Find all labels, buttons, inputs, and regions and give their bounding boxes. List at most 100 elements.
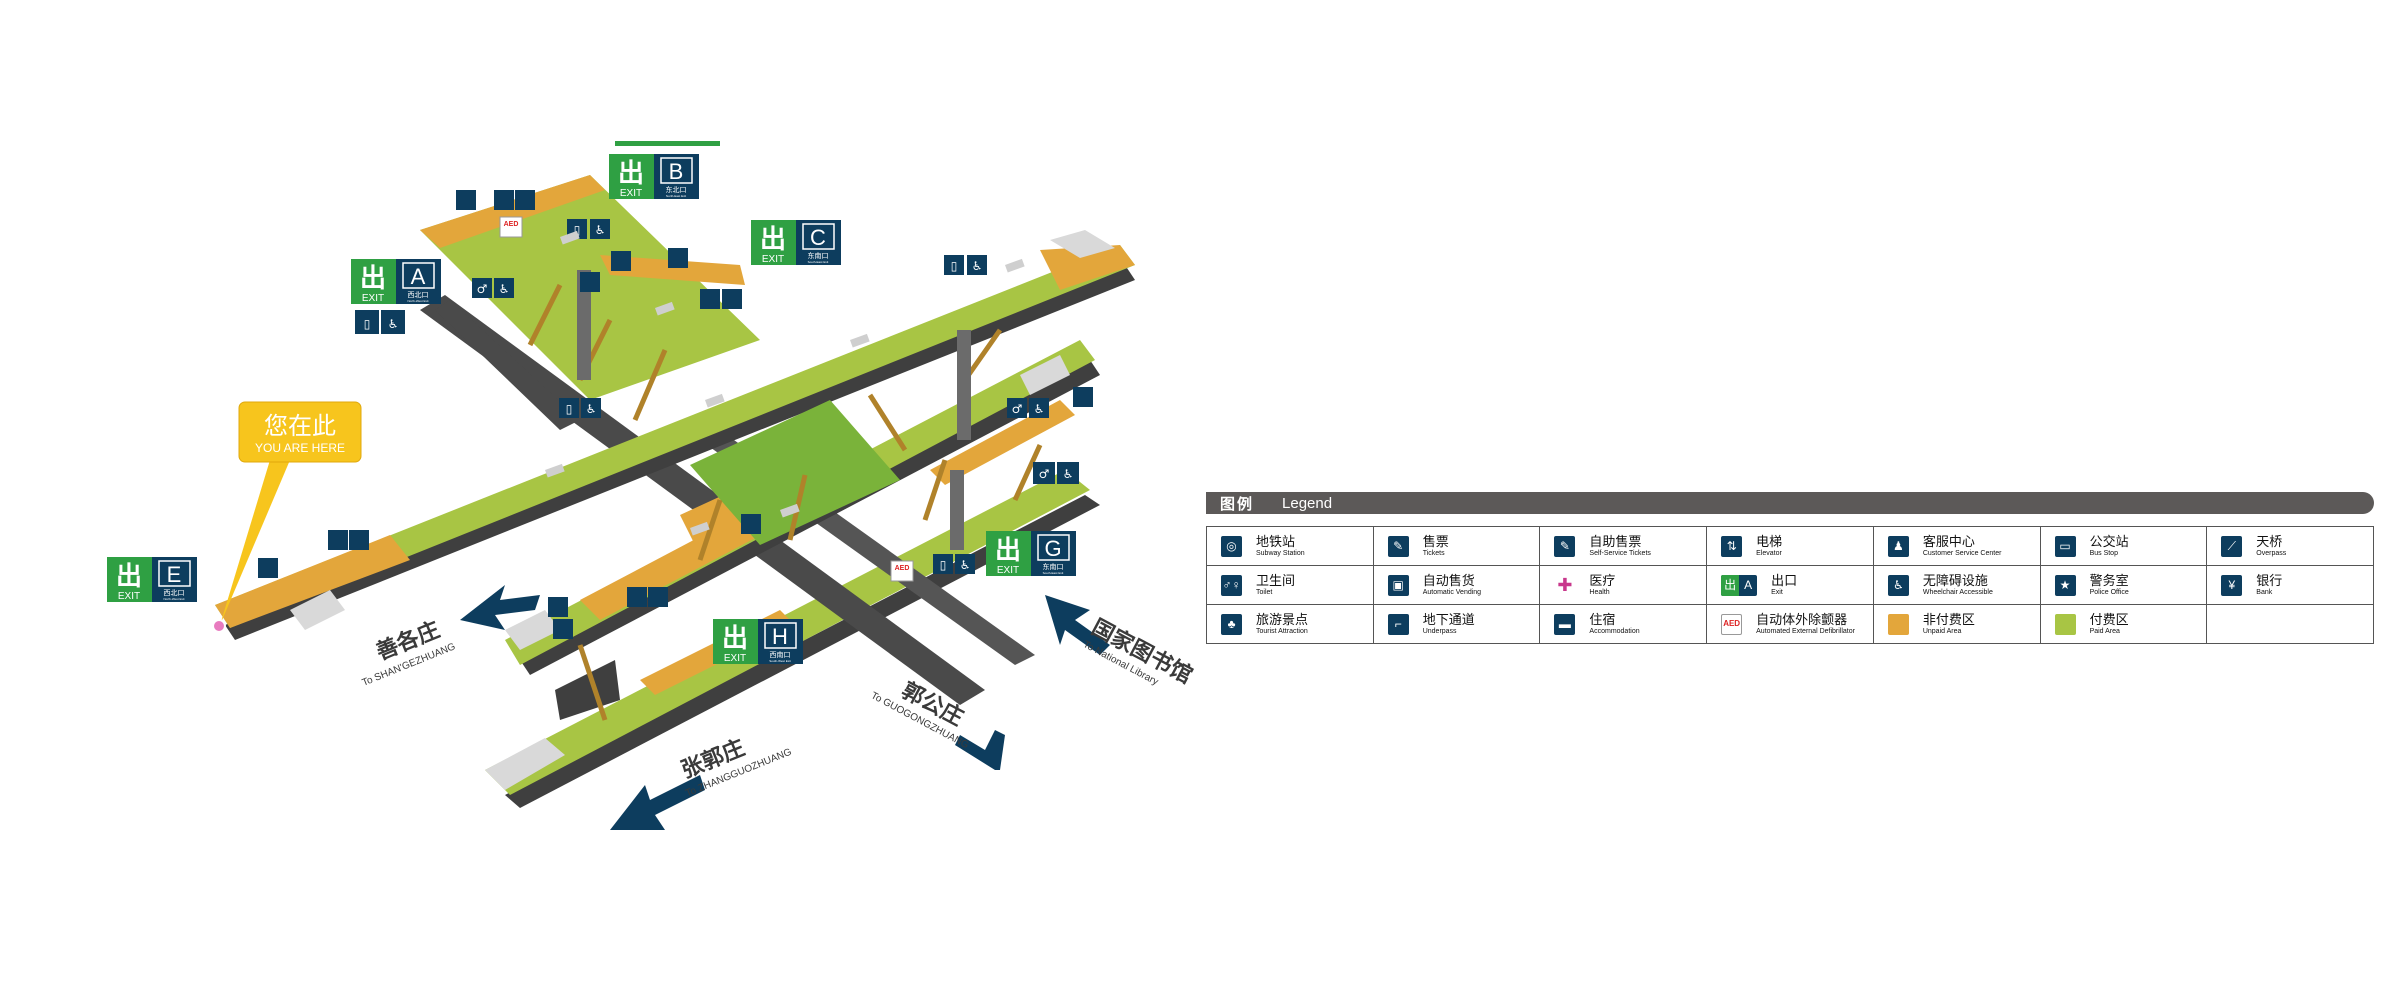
svg-text:EXIT: EXIT xyxy=(724,653,746,664)
legend-label-zh: 公交站 xyxy=(2089,533,2129,549)
svg-text:东南口: 东南口 xyxy=(808,251,829,260)
ticket-icon: ✎ xyxy=(1387,535,1409,557)
service-center-icon: ♟ xyxy=(1887,535,1909,557)
legend-label-zh: 自动体外除颤器 xyxy=(1756,611,1848,627)
health-icon: ✚ xyxy=(1554,574,1576,596)
svg-text:♿: ♿ xyxy=(586,402,597,416)
svg-text:B: B xyxy=(669,159,684,184)
you-are-here-en: YOU ARE HERE xyxy=(255,441,345,455)
svg-text:EXIT: EXIT xyxy=(762,254,784,265)
svg-text:♿: ♿ xyxy=(499,282,510,296)
legend-label-en: Subway Station xyxy=(1256,549,1305,557)
svg-text:♂: ♂ xyxy=(477,282,488,296)
vending-icon: ▣ xyxy=(1387,574,1409,596)
legend-label-en: Customer Service Center xyxy=(1922,549,2002,557)
svg-text:♿: ♿ xyxy=(972,259,983,273)
legend-label-en: Bank xyxy=(2256,588,2273,596)
paid-swatch-icon xyxy=(2054,613,2076,635)
svg-text:C: C xyxy=(810,225,826,250)
svg-text:North-East Exit: North-East Exit xyxy=(666,194,686,198)
svg-text:North-West Exit: North-West Exit xyxy=(164,597,185,601)
legend-label-zh: 地铁站 xyxy=(1256,533,1296,549)
exit-sign-a: 出 EXIT A 西北口 North-West Exit xyxy=(351,259,441,304)
svg-text:EXIT: EXIT xyxy=(362,293,384,304)
legend-label-en: Accommodation xyxy=(1589,627,1640,635)
legend-label-en: Unpaid Area xyxy=(1922,627,1962,635)
legend-label-en: Tickets xyxy=(1422,549,1445,557)
svg-text:EXIT: EXIT xyxy=(997,565,1019,576)
svg-text:EXIT: EXIT xyxy=(620,188,642,199)
svg-text:▯: ▯ xyxy=(574,223,581,237)
svg-text:东南口: 东南口 xyxy=(1043,562,1064,571)
legend-label-zh: 旅游景点 xyxy=(1256,611,1309,627)
legend-label-zh: 非付费区 xyxy=(1922,611,1975,627)
svg-text:E: E xyxy=(167,562,182,587)
svg-text:出: 出 xyxy=(116,561,142,591)
arrow-guogongzhuang xyxy=(955,730,1005,770)
legend-label-en: Automated External Defibrillator xyxy=(1756,627,1855,635)
legend-title-en: Legend xyxy=(1282,494,1333,512)
wheelchair-icon: ♿ xyxy=(1887,574,1909,596)
svg-text:♂: ♂ xyxy=(1012,402,1023,416)
legend-label-en: Health xyxy=(1589,588,1610,596)
exit-sign-c: 出 EXIT C 东南口 South-East Exit xyxy=(751,220,841,265)
svg-text:西北口: 西北口 xyxy=(408,291,429,299)
legend-label-en: Paid Area xyxy=(2089,627,2120,635)
exit-sign-h: 出 EXIT H 西南口 South-West Exit xyxy=(713,619,803,664)
legend-label-en: Self-Service Tickets xyxy=(1589,549,1651,557)
overpass-icon: ⟋ xyxy=(2221,535,2243,557)
legend-label-en: Tourist Attraction xyxy=(1256,627,1308,635)
underpass-icon: ⌐ xyxy=(1387,613,1409,635)
svg-text:♿: ♿ xyxy=(595,223,606,237)
legend-label-en: Underpass xyxy=(1422,627,1457,635)
svg-text:North-West Exit: North-West Exit xyxy=(408,299,429,303)
gate-strips xyxy=(545,230,1025,536)
svg-text:出: 出 xyxy=(995,535,1021,565)
legend-label-en: Wheelchair Accessible xyxy=(1922,588,1993,596)
south-concourse xyxy=(680,400,900,545)
svg-text:South-West Exit: South-West Exit xyxy=(769,659,791,663)
legend-label-en: Toilet xyxy=(1256,588,1273,596)
legend-label-zh: 自助售票 xyxy=(1589,533,1642,549)
aed-label: AED xyxy=(504,221,519,228)
svg-text:A: A xyxy=(411,264,426,289)
legend-label-zh: 客服中心 xyxy=(1922,533,1975,549)
police-icon: ★ xyxy=(2054,574,2076,596)
svg-text:G: G xyxy=(1044,536,1061,561)
legend-label-zh: 无障碍设施 xyxy=(1922,572,1988,588)
svg-text:出: 出 xyxy=(722,623,748,653)
svg-text:▯: ▯ xyxy=(566,402,573,416)
legend-label-zh: 付费区 xyxy=(2089,611,2129,627)
svg-text:东北口: 东北口 xyxy=(666,185,687,194)
unpaid-swatch-icon xyxy=(1887,613,1909,635)
svg-text:▯: ▯ xyxy=(364,317,371,331)
legend-label-zh: 银行 xyxy=(2256,572,2283,588)
exit-sign-g: 出 EXIT G 东南口 South-East Exit xyxy=(986,531,1076,576)
facility-signs xyxy=(258,190,1093,639)
svg-text:♿: ♿ xyxy=(388,317,399,331)
